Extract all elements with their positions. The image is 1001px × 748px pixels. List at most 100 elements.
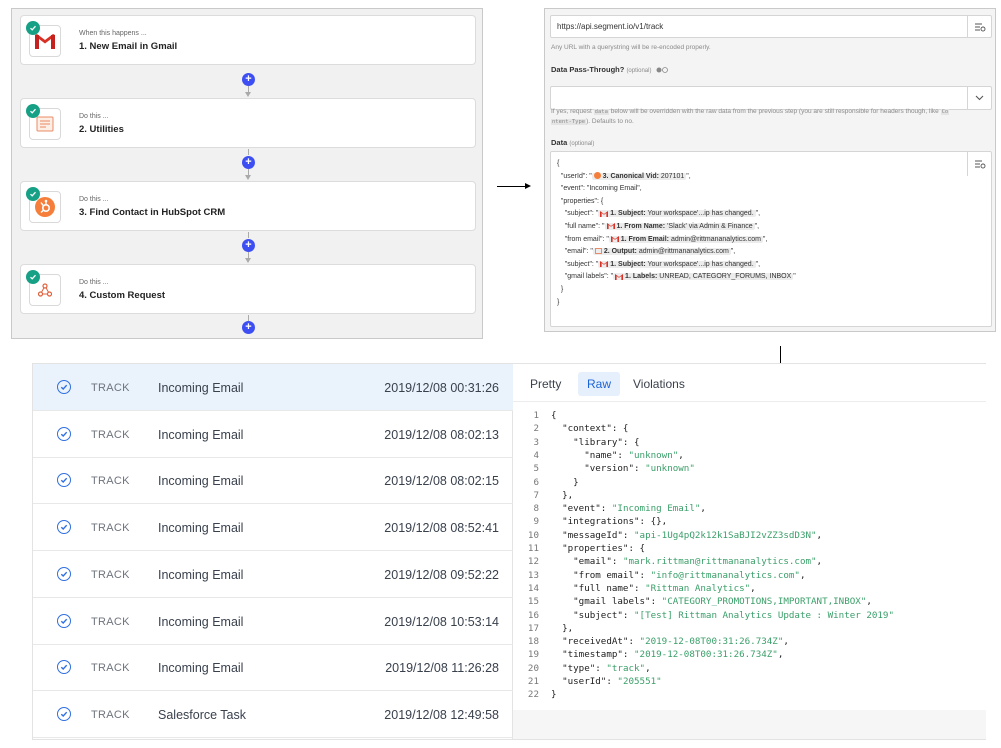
json-line: 3 "library": { (513, 436, 639, 449)
json-line: 9 "integrations": {}, (513, 515, 667, 528)
add-step-button[interactable]: + (242, 239, 255, 252)
json-line: 2 "context": { (513, 422, 628, 435)
step-subtitle: When this happens ... (79, 30, 147, 37)
data-label: Data (optional) (551, 138, 595, 147)
event-type: TRACK (91, 662, 130, 675)
json-key: "timestamp" (551, 649, 623, 661)
gmail-icon (600, 260, 609, 267)
json-punct: : (633, 582, 646, 594)
json-punct: : (595, 662, 607, 674)
event-type: TRACK (91, 428, 130, 441)
json-punct: , (678, 449, 684, 461)
hubspot-icon (593, 172, 601, 180)
json-punct: : (600, 503, 612, 515)
line-number: 12 (527, 556, 539, 568)
flow-arrow-right-head (525, 183, 531, 189)
zap-step-4[interactable]: Do this ... 4. Custom Request (20, 264, 476, 314)
json-key: "userId" (551, 676, 607, 687)
json-key: "name" (551, 449, 618, 461)
json-key: "subject" (551, 609, 623, 621)
connector-arrow (245, 258, 251, 263)
zap-step-2[interactable]: Do this ... 2. Utilities (20, 98, 476, 148)
json-string: "api-1Ug4pQ2k12k1SaBJI2vZZ3sdD3N" (634, 529, 817, 541)
json-punct: , (783, 636, 789, 648)
check-icon (26, 21, 40, 35)
check-circle-icon (57, 473, 71, 488)
line-number: 18 (527, 636, 539, 648)
check-circle-icon (57, 380, 71, 394)
line-number: 3 (533, 436, 539, 448)
step-subtitle: Do this ... (79, 196, 109, 203)
event-type: TRACK (91, 615, 130, 628)
json-punct: , (645, 662, 651, 674)
connector-arrow (245, 175, 251, 180)
json-punct: : (650, 596, 662, 608)
json-punct: , (777, 649, 784, 661)
event-name: Incoming Email (158, 521, 244, 536)
event-name: Incoming Email (158, 381, 244, 395)
data-textarea[interactable]: { "userId": " 3. Canonical Vid: 207101",… (550, 151, 992, 327)
tab-raw[interactable]: Raw (578, 372, 621, 396)
json-line: 20 "type": "track", (513, 662, 651, 675)
json-punct: , (816, 556, 823, 568)
zap-workflow-panel: When this happens ... 1. New Email in Gm… (11, 8, 483, 339)
json-string: "205551" (617, 676, 662, 687)
zap-step-1[interactable]: When this happens ... 1. New Email in Gm… (20, 15, 476, 65)
add-step-button[interactable]: + (242, 73, 255, 86)
line-number: 9 (533, 516, 539, 528)
json-string: "2019-12-08T00:31:26.734Z" (634, 649, 778, 661)
step-title: 3. Find Contact in HubSpot CRM (79, 207, 226, 218)
json-line: 19 "timestamp": "2019-12-08T00:31:26.734… (513, 648, 783, 661)
json-line: 22} (513, 688, 557, 701)
json-key: "email" (551, 556, 612, 568)
chevron-down-icon[interactable] (967, 87, 991, 109)
step-title: 2. Utilities (79, 124, 124, 135)
zap-step-3[interactable]: Do this ... 3. Find Contact in HubSpot C… (20, 181, 476, 231)
line-number: 7 (533, 489, 539, 501)
check-circle-icon (57, 613, 71, 628)
json-key: "context" (551, 423, 612, 435)
flow-arrow-right (497, 186, 527, 187)
json-punct: : { (611, 423, 629, 435)
url-input[interactable]: https://api.segment.io/v1/track (550, 15, 992, 38)
connector-line (248, 149, 249, 155)
passthrough-select[interactable] (550, 86, 992, 110)
gmail-icon (600, 210, 609, 217)
passthrough-hint: If yes, request data below will be overr… (551, 108, 950, 125)
gmail-icon (615, 273, 624, 280)
check-icon (26, 104, 40, 118)
insert-data-menu-button[interactable] (967, 152, 991, 176)
line-number: 10 (527, 529, 539, 541)
add-step-button[interactable]: + (242, 321, 255, 334)
line-number: 17 (527, 622, 539, 634)
event-type: TRACK (91, 382, 130, 394)
connector-arrow (245, 92, 251, 97)
check-icon (26, 187, 40, 201)
json-punct: : (611, 556, 623, 568)
line-number: 4 (533, 449, 539, 461)
tab-violations[interactable]: Violations (633, 377, 685, 391)
insert-data-menu-button[interactable] (967, 16, 991, 37)
tab-pretty[interactable]: Pretty (530, 377, 562, 391)
url-value: https://api.segment.io/v1/track (557, 22, 664, 31)
event-name: Incoming Email (158, 427, 244, 442)
add-step-button[interactable]: + (242, 156, 255, 169)
connector-line (248, 315, 249, 321)
hubspot-icon (29, 191, 61, 223)
toggle-icon[interactable] (656, 66, 668, 75)
json-key: "event" (551, 503, 601, 515)
json-punct: : (622, 529, 634, 541)
check-circle-icon (57, 660, 71, 675)
json-punct: } (551, 476, 579, 488)
json-punct: : (606, 676, 618, 687)
json-string: "2019-12-08T00:31:26.734Z" (639, 636, 784, 648)
raw-json-viewer: 1{2 "context": {3 "library": {4 "name": … (513, 402, 986, 710)
